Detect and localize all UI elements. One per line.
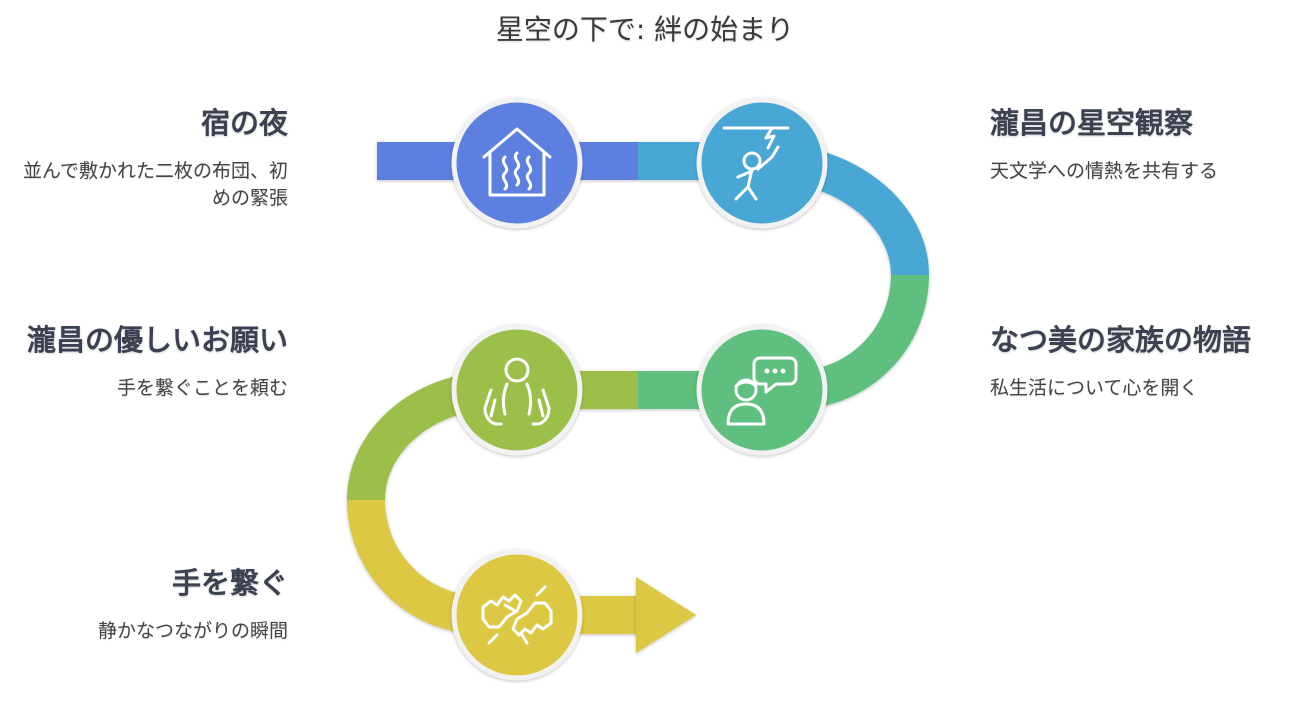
- step-3-circle: [696, 324, 828, 456]
- hot-spring-house-icon: [482, 127, 552, 197]
- holding-hands-icon: [481, 585, 553, 645]
- step-5-label: 手を繋ぐ 静かなつながりの瞬間: [20, 564, 288, 645]
- step-2-circle: [696, 97, 828, 229]
- stargazing-person-icon: [722, 126, 790, 201]
- step-3-label: なつ美の家族の物語 私生活について心を開く: [990, 321, 1252, 402]
- step-1-heading: 宿の夜: [200, 106, 288, 140]
- step-5-description: 静かなつながりの瞬間: [97, 620, 288, 642]
- step-1-label: 宿の夜 並んで敷かれた二枚の布団、初めの緊張: [20, 104, 288, 212]
- step-4-circle: [451, 324, 583, 456]
- step-1-description: 並んで敷かれた二枚の布団、初めの緊張: [22, 160, 288, 209]
- arrow-head: [636, 577, 696, 653]
- person-speech-bubble-icon: [726, 356, 798, 426]
- step-4-heading: 瀧昌の優しいお願い: [26, 323, 288, 357]
- step-5-heading: 手を繋ぐ: [171, 566, 288, 600]
- diagram-title: 星空の下で: 絆の始まり: [495, 13, 795, 46]
- step-3-heading: なつ美の家族の物語: [990, 323, 1252, 357]
- path-segments: [347, 142, 929, 634]
- step-4-description: 手を繋ぐことを頼む: [116, 377, 288, 399]
- step-circles: [451, 97, 828, 681]
- step-2-description: 天文学への情熱を共有する: [990, 160, 1219, 182]
- step-5-circle: [451, 549, 583, 681]
- step-4-label: 瀧昌の優しいお願い 手を繋ぐことを頼む: [20, 321, 288, 402]
- step-3-description: 私生活について心を開く: [990, 377, 1199, 399]
- person-open-hands-icon: [483, 357, 551, 426]
- step-2-heading: 瀧昌の星空観察: [990, 106, 1194, 140]
- step-2-label: 瀧昌の星空観察 天文学への情熱を共有する: [990, 104, 1252, 185]
